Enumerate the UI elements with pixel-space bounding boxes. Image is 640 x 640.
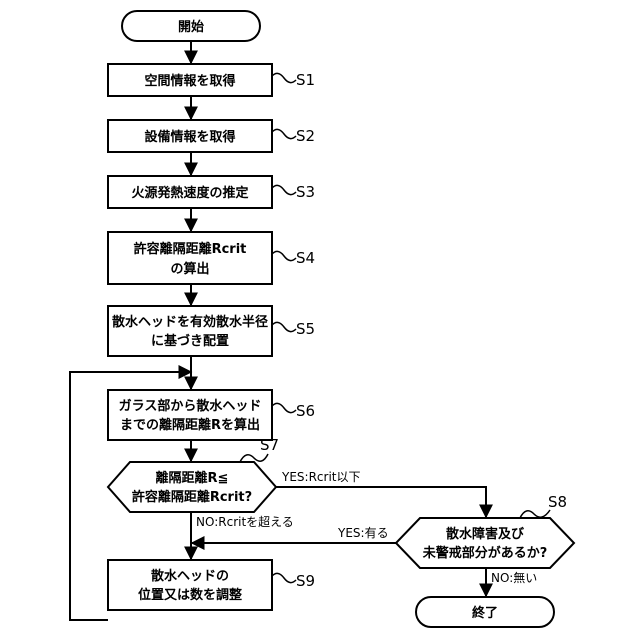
process-text-s9-line2: 位置又は数を調整 bbox=[138, 587, 243, 603]
step-leader-s4 bbox=[272, 251, 296, 260]
process-text-s2: 設備情報を取得 bbox=[144, 129, 235, 145]
process-text-s1: 空間情報を取得 bbox=[144, 73, 235, 89]
process-text-s5-line2: に基づき配置 bbox=[151, 333, 229, 349]
step-label-s3: S3 bbox=[296, 183, 315, 201]
step-leader-s8 bbox=[520, 510, 550, 518]
process-text-s9-line1: 散水ヘッドの bbox=[151, 568, 229, 584]
step-label-s7: S7 bbox=[260, 436, 279, 454]
step-label-s6: S6 bbox=[296, 402, 315, 420]
decision-text-s7-line1: 離隔距離R≦ bbox=[156, 470, 229, 486]
step-label-s2: S2 bbox=[296, 127, 315, 145]
step-label-s1: S1 bbox=[296, 71, 315, 89]
step-label-s4: S4 bbox=[296, 249, 315, 267]
process-text-s6-line2: までの離隔距離Rを算出 bbox=[120, 417, 260, 433]
step-label-s5: S5 bbox=[296, 320, 315, 338]
branch-label-s7-yes: YES:Rcrit以下 bbox=[281, 470, 360, 484]
step-leader-s6 bbox=[272, 403, 296, 412]
process-text-s3: 火源発熱速度の推定 bbox=[131, 185, 248, 201]
step-label-s9: S9 bbox=[296, 572, 315, 590]
decision-text-s7-line2: 許容離隔距離Rcrit? bbox=[132, 489, 252, 505]
step-leader-s9 bbox=[272, 573, 296, 582]
process-text-s6-line1: ガラス部から散水ヘッド bbox=[119, 398, 262, 414]
branch-label-s8-yes: YES:有る bbox=[337, 526, 389, 540]
step-label-s8: S8 bbox=[548, 493, 567, 511]
step-leader-s1 bbox=[272, 73, 296, 82]
step-leader-s5 bbox=[272, 322, 296, 331]
process-text-s4-line2: の算出 bbox=[170, 261, 209, 277]
step-leader-s7 bbox=[240, 454, 268, 462]
arrow-s7-yes-to-s8 bbox=[276, 487, 486, 517]
decision-text-s8-line1: 散水障害及び bbox=[446, 526, 525, 542]
process-text-s5-line1: 散水ヘッドを有効散水半径 bbox=[112, 314, 268, 330]
branch-label-s7-no: NO:Rcritを超える bbox=[196, 514, 294, 529]
branch-label-s8-no: NO:無い bbox=[491, 570, 537, 585]
start-label: 開始 bbox=[178, 19, 204, 35]
decision-text-s8-line2: 未警戒部分があるか? bbox=[422, 545, 548, 561]
end-label: 終了 bbox=[472, 605, 498, 621]
step-leader-s2 bbox=[272, 129, 296, 138]
step-leader-s3 bbox=[272, 185, 296, 194]
process-text-s4-line1: 許容離隔距離Rcrit bbox=[134, 241, 247, 257]
